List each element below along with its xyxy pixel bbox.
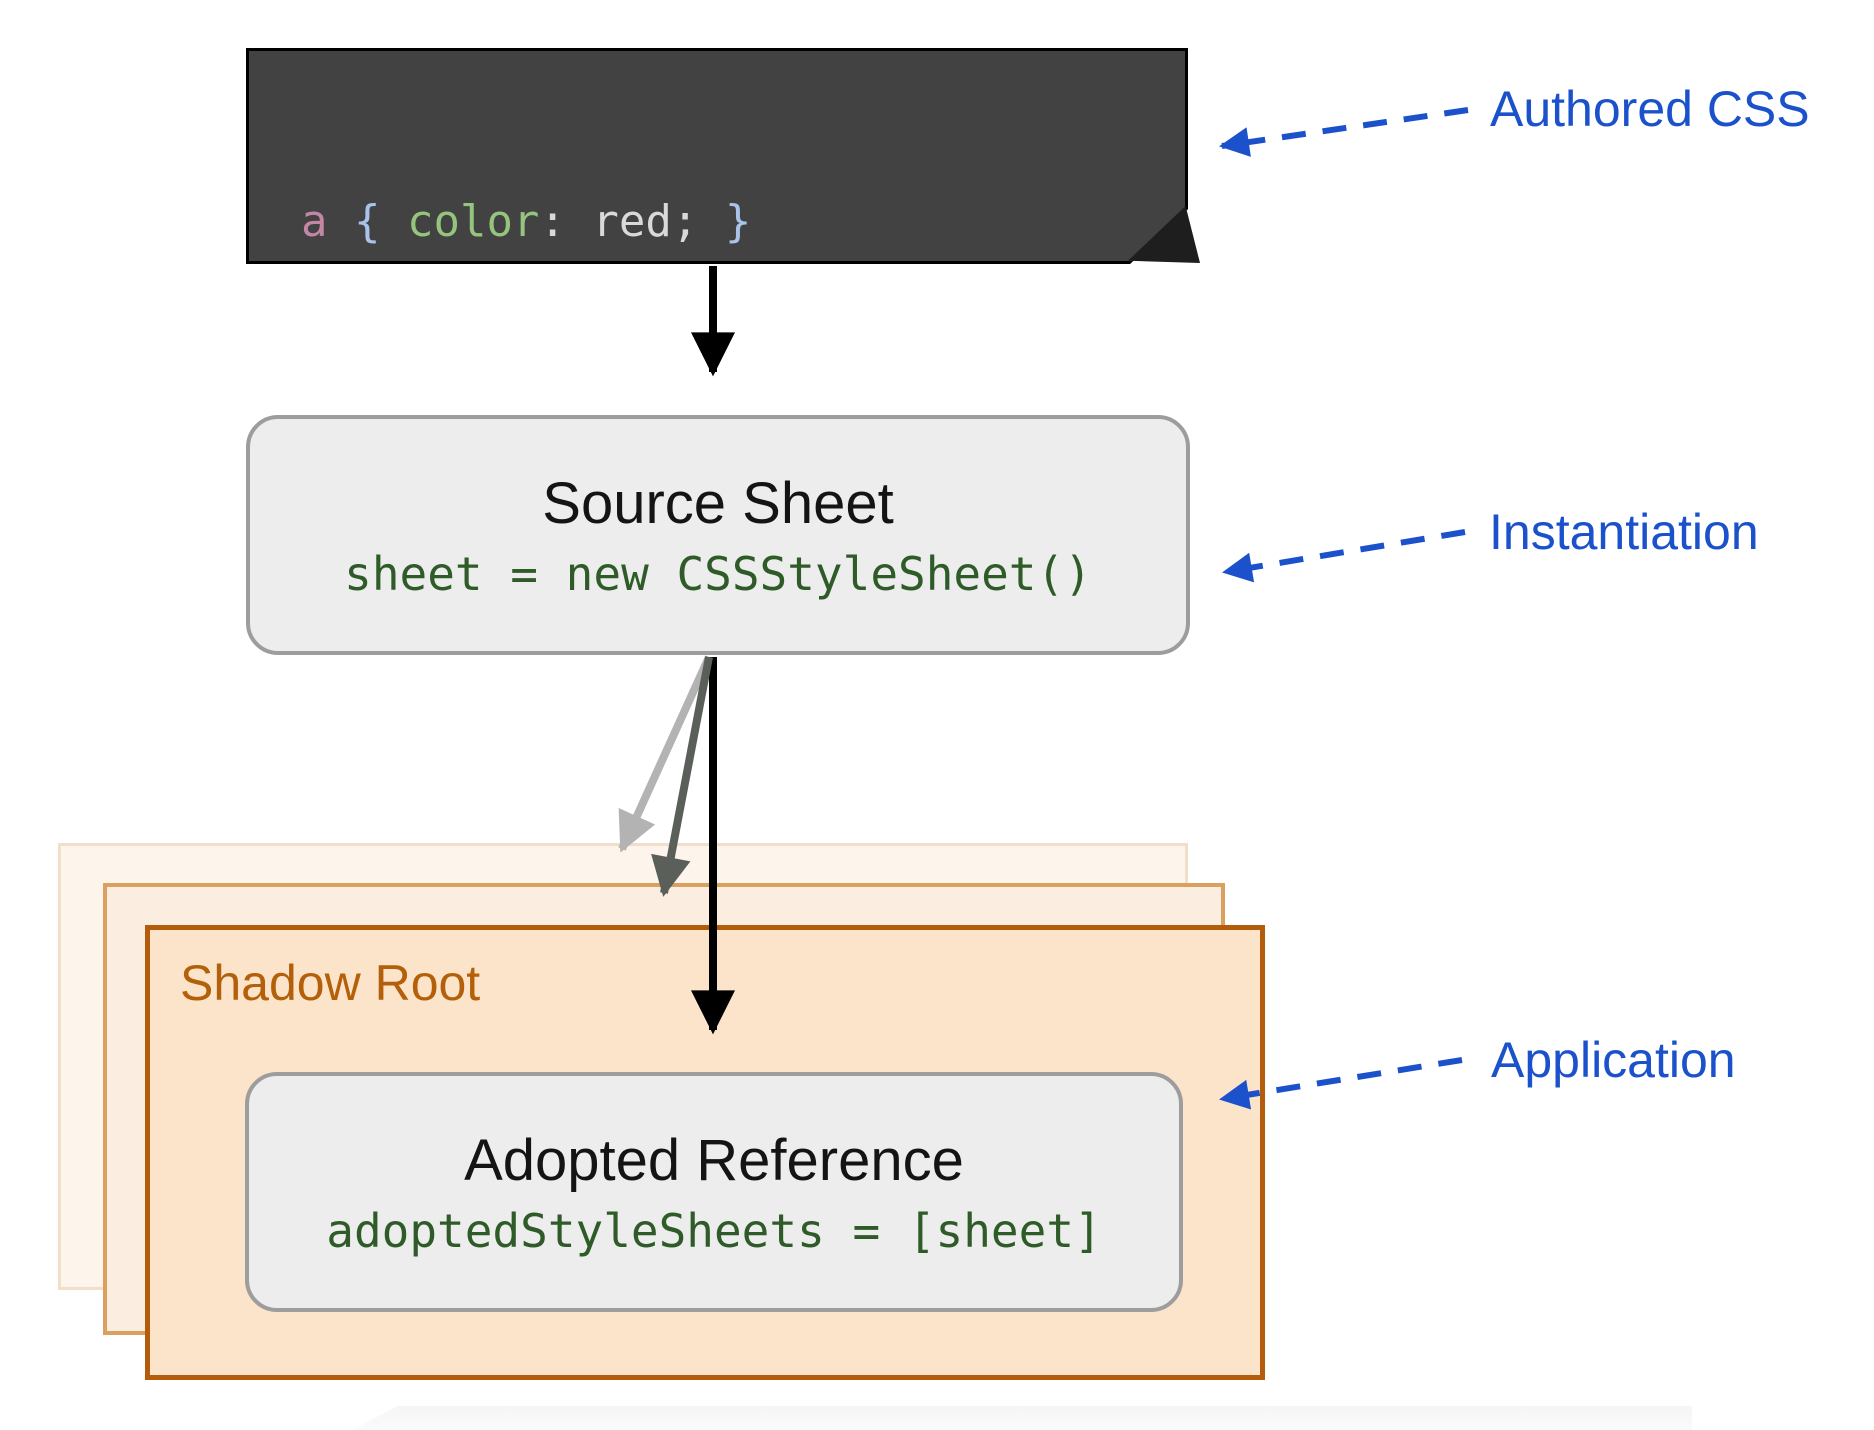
- authored-css-card: a { color: red; } p { padding: 10px; }: [246, 48, 1188, 264]
- arrow-instantiation: [1222, 529, 1466, 583]
- css-selector: p: [301, 370, 354, 421]
- css-close-brace: }: [724, 196, 752, 247]
- css-rule-line: a { color: red; }: [301, 193, 831, 251]
- arrow-authored-css: [1219, 107, 1469, 157]
- adopted-reference-title: Adopted Reference: [464, 1127, 964, 1193]
- css-close-brace: }: [804, 370, 831, 421]
- css-selector: a: [301, 196, 354, 247]
- css-property: color: [406, 196, 540, 247]
- adopted-reference-box: Adopted Reference adoptedStyleSheets = […: [245, 1072, 1183, 1312]
- source-sheet-code: sheet = new CSSStyleSheet(): [344, 546, 1092, 601]
- css-value: : red;: [539, 196, 725, 247]
- label-instantiation: Instantiation: [1489, 504, 1759, 560]
- label-application: Application: [1491, 1032, 1736, 1088]
- css-open-brace: {: [353, 370, 407, 421]
- adopted-reference-code: adoptedStyleSheets = [sheet]: [326, 1203, 1102, 1258]
- source-sheet-title: Source Sheet: [542, 470, 894, 536]
- shadow-root-label: Shadow Root: [180, 955, 481, 1011]
- source-sheet-box: Source Sheet sheet = new CSSStyleSheet(): [246, 415, 1190, 655]
- css-value: : 10px;: [592, 370, 805, 421]
- arrow-source-to-back-root: [618, 655, 713, 853]
- css-property: padding: [406, 370, 593, 421]
- css-open-brace: {: [353, 196, 407, 247]
- label-authored-css: Authored CSS: [1490, 81, 1810, 137]
- bottom-ghost-strip: [352, 1406, 1692, 1430]
